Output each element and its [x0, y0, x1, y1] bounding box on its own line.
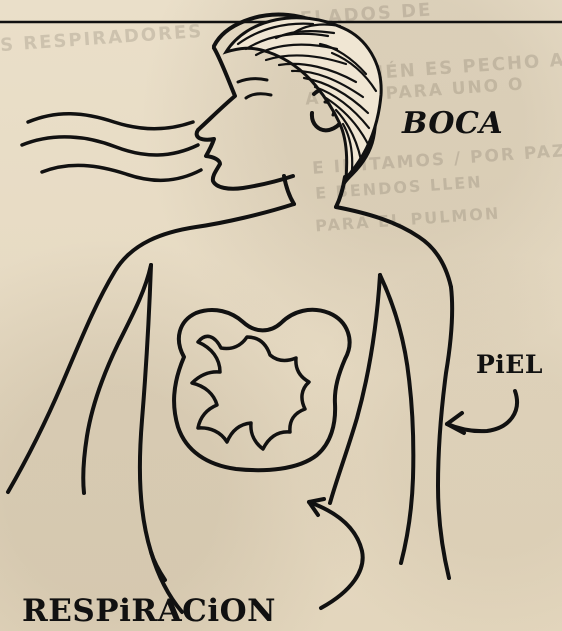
right-inner-arm [380, 275, 413, 563]
eye-line [246, 94, 271, 98]
mouth-label: BOCA [402, 109, 503, 139]
lung-inner [192, 336, 309, 449]
breath-line-bottom [42, 165, 201, 180]
left-torso-side [140, 265, 182, 612]
neck-right [336, 177, 345, 207]
respiration-label: RESPiRACiON [22, 596, 276, 627]
brow-line [238, 79, 267, 82]
right-outer-arm [438, 287, 452, 578]
skin-arrow [447, 391, 517, 431]
breath-line-top [28, 114, 193, 129]
respiration-arrow [309, 502, 363, 608]
skin-label: PiEL [476, 352, 543, 377]
face-profile [197, 48, 293, 189]
left-arm-torso [8, 204, 294, 492]
hair-mass [226, 18, 381, 178]
neck-left [284, 176, 294, 204]
breath-line-middle [22, 137, 198, 155]
right-shoulder [336, 207, 451, 287]
skin-arrow-head [447, 413, 464, 433]
